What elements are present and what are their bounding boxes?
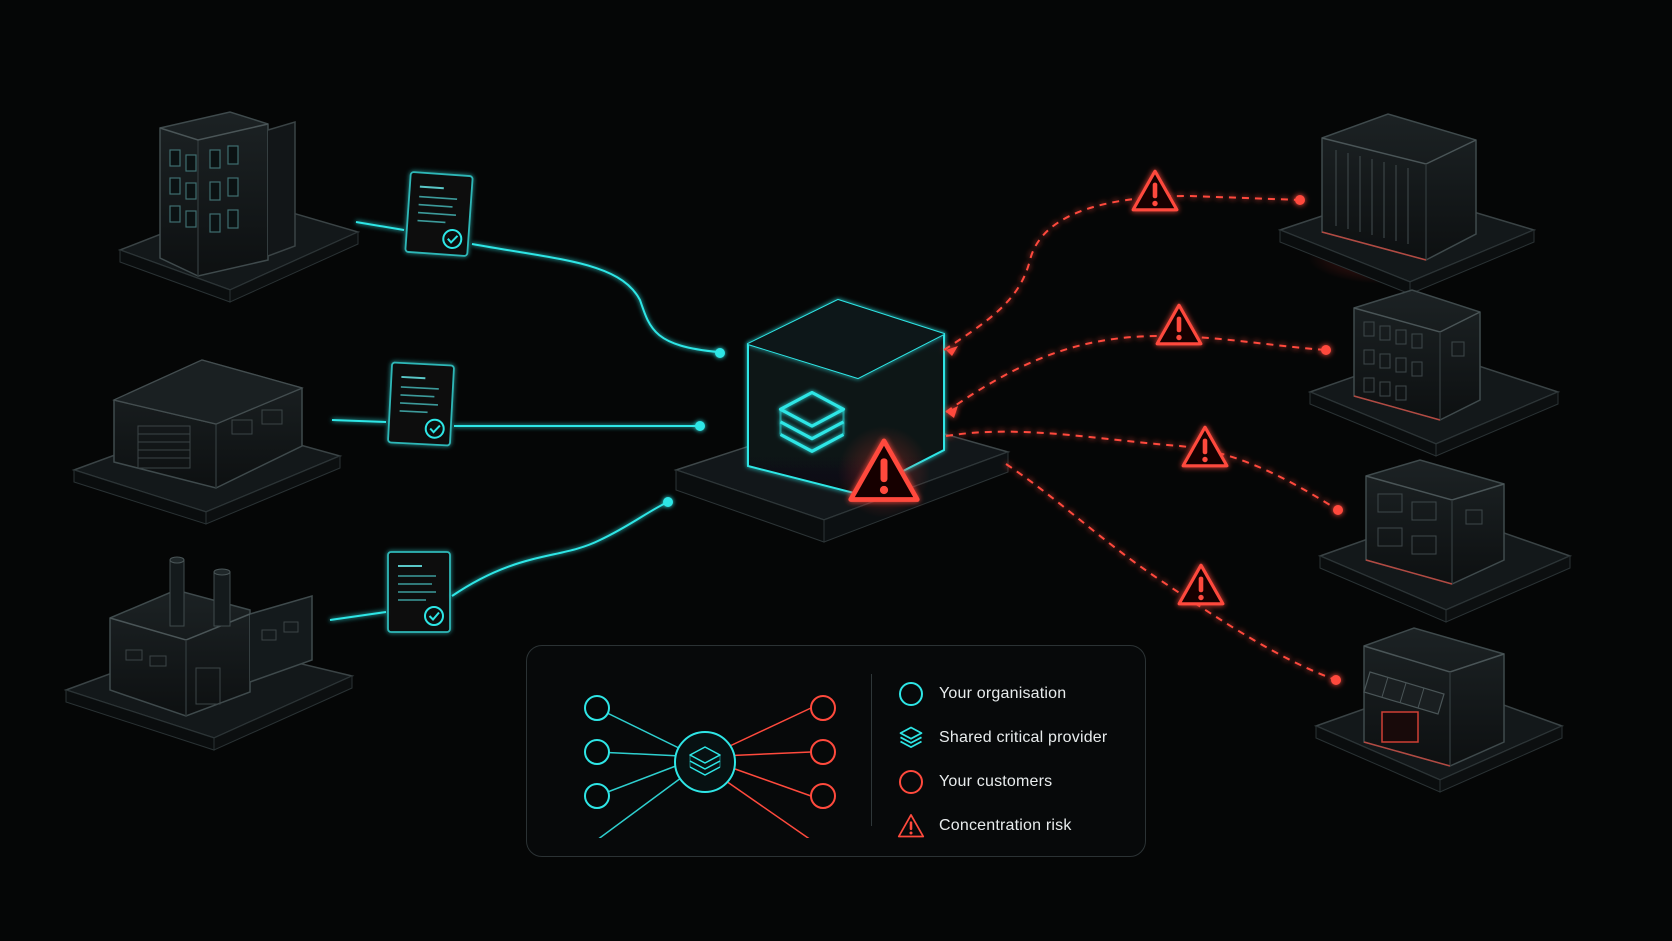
legend-item-shared-provider: Shared critical provider bbox=[897, 716, 1107, 760]
contract-document-1 bbox=[404, 170, 474, 258]
customer-storefront bbox=[1313, 627, 1565, 793]
supplier-office-building bbox=[117, 111, 361, 303]
contract-document-3 bbox=[387, 551, 451, 633]
red-node-icon bbox=[810, 739, 836, 765]
customer-office-building bbox=[1317, 459, 1573, 623]
teal-node-icon bbox=[584, 739, 610, 765]
teal-node-icon bbox=[584, 695, 610, 721]
legend-divider bbox=[871, 674, 872, 826]
legend-label: Your organisation bbox=[939, 685, 1067, 702]
legend-label: Shared critical provider bbox=[939, 729, 1108, 746]
legend-item-concentration-risk: Concentration risk bbox=[897, 804, 1107, 848]
warning-icon bbox=[1155, 303, 1203, 346]
red-circle-icon bbox=[897, 768, 925, 796]
warning-icon bbox=[1181, 425, 1229, 468]
warning-icon bbox=[1177, 563, 1225, 606]
red-node-icon bbox=[810, 695, 836, 721]
legend-list: Your organisation Shared critical provid… bbox=[897, 672, 1107, 848]
supplier-warehouse bbox=[71, 359, 343, 525]
contract-document-2 bbox=[386, 361, 456, 447]
supplier-connections bbox=[329, 221, 719, 621]
teal-circle-icon bbox=[897, 680, 925, 708]
legend-item-organisation: Your organisation bbox=[897, 672, 1107, 716]
legend: Your organisation Shared critical provid… bbox=[526, 645, 1146, 857]
legend-label: Your customers bbox=[939, 773, 1053, 790]
risk-connection-nodes bbox=[946, 195, 1343, 685]
hub-node-icon bbox=[674, 731, 736, 793]
legend-item-customers: Your customers bbox=[897, 760, 1107, 804]
legend-network-illustration bbox=[584, 695, 836, 838]
layers-icon bbox=[897, 724, 925, 752]
supplier-factory bbox=[63, 556, 355, 751]
warning-triangle-icon bbox=[897, 812, 925, 840]
teal-node-icon bbox=[584, 783, 610, 809]
red-node-icon bbox=[810, 783, 836, 809]
legend-label: Concentration risk bbox=[939, 817, 1072, 834]
warning-icon bbox=[1131, 169, 1179, 212]
shared-provider-hub bbox=[673, 298, 1011, 543]
customer-connections bbox=[943, 194, 1339, 681]
connection-nodes bbox=[663, 348, 725, 507]
customer-office-block bbox=[1277, 113, 1537, 295]
customer-apartment-block bbox=[1307, 289, 1561, 457]
